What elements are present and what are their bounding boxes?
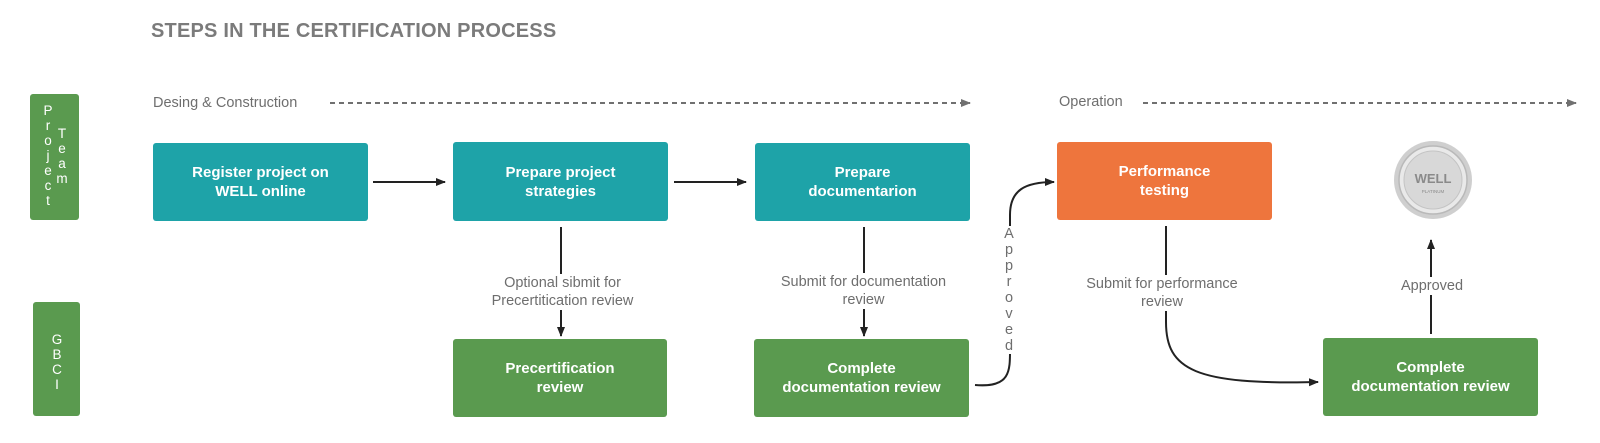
step-prepare-strategies: Prepare project strategies: [453, 142, 668, 221]
step-complete-documentation-review-1: Complete documentation review: [754, 339, 969, 417]
well-certification-badge-icon: WELL PLATINUM: [1394, 141, 1472, 219]
step-performance-testing: Performance testing: [1057, 142, 1272, 220]
phase-operation: Operation: [1059, 94, 1123, 110]
lane-gbci: G B C I: [33, 302, 80, 416]
arrow-testing-to-final-review: [1165, 226, 1319, 387]
label-submit-documentation: Submit for documentation review: [756, 273, 971, 309]
badge-level-text: PLATINUM: [1422, 189, 1445, 194]
label-approved-vertical: A p p r o v e d: [1002, 226, 1016, 354]
lane-project-team-label-word2: T e a m: [56, 126, 68, 186]
label-submit-performance: Submit for performance review: [1067, 275, 1257, 311]
label-approved: Approved: [1391, 277, 1473, 295]
step-register-project: Register project on WELL online: [153, 143, 368, 221]
page-title: STEPS IN THE CERTIFICATION PROCESS: [151, 20, 557, 42]
step-complete-documentation-review-2: Complete documentation review: [1323, 338, 1538, 416]
label-optional-submit: Optional sibmit for Precertitication rev…: [470, 274, 655, 310]
phase-design-construction: Desing & Construction: [153, 95, 298, 111]
step-prepare-documentation: Prepare documentarion: [755, 143, 970, 221]
step-precertification-review: Precertification review: [453, 339, 667, 417]
lane-project-team: P r o j e c t T e a m: [30, 94, 79, 220]
lane-project-team-label-word1: P r o j e c t: [43, 103, 53, 208]
lane-gbci-label: G B C I: [51, 332, 63, 392]
badge-brand-text: WELL: [1415, 171, 1452, 186]
